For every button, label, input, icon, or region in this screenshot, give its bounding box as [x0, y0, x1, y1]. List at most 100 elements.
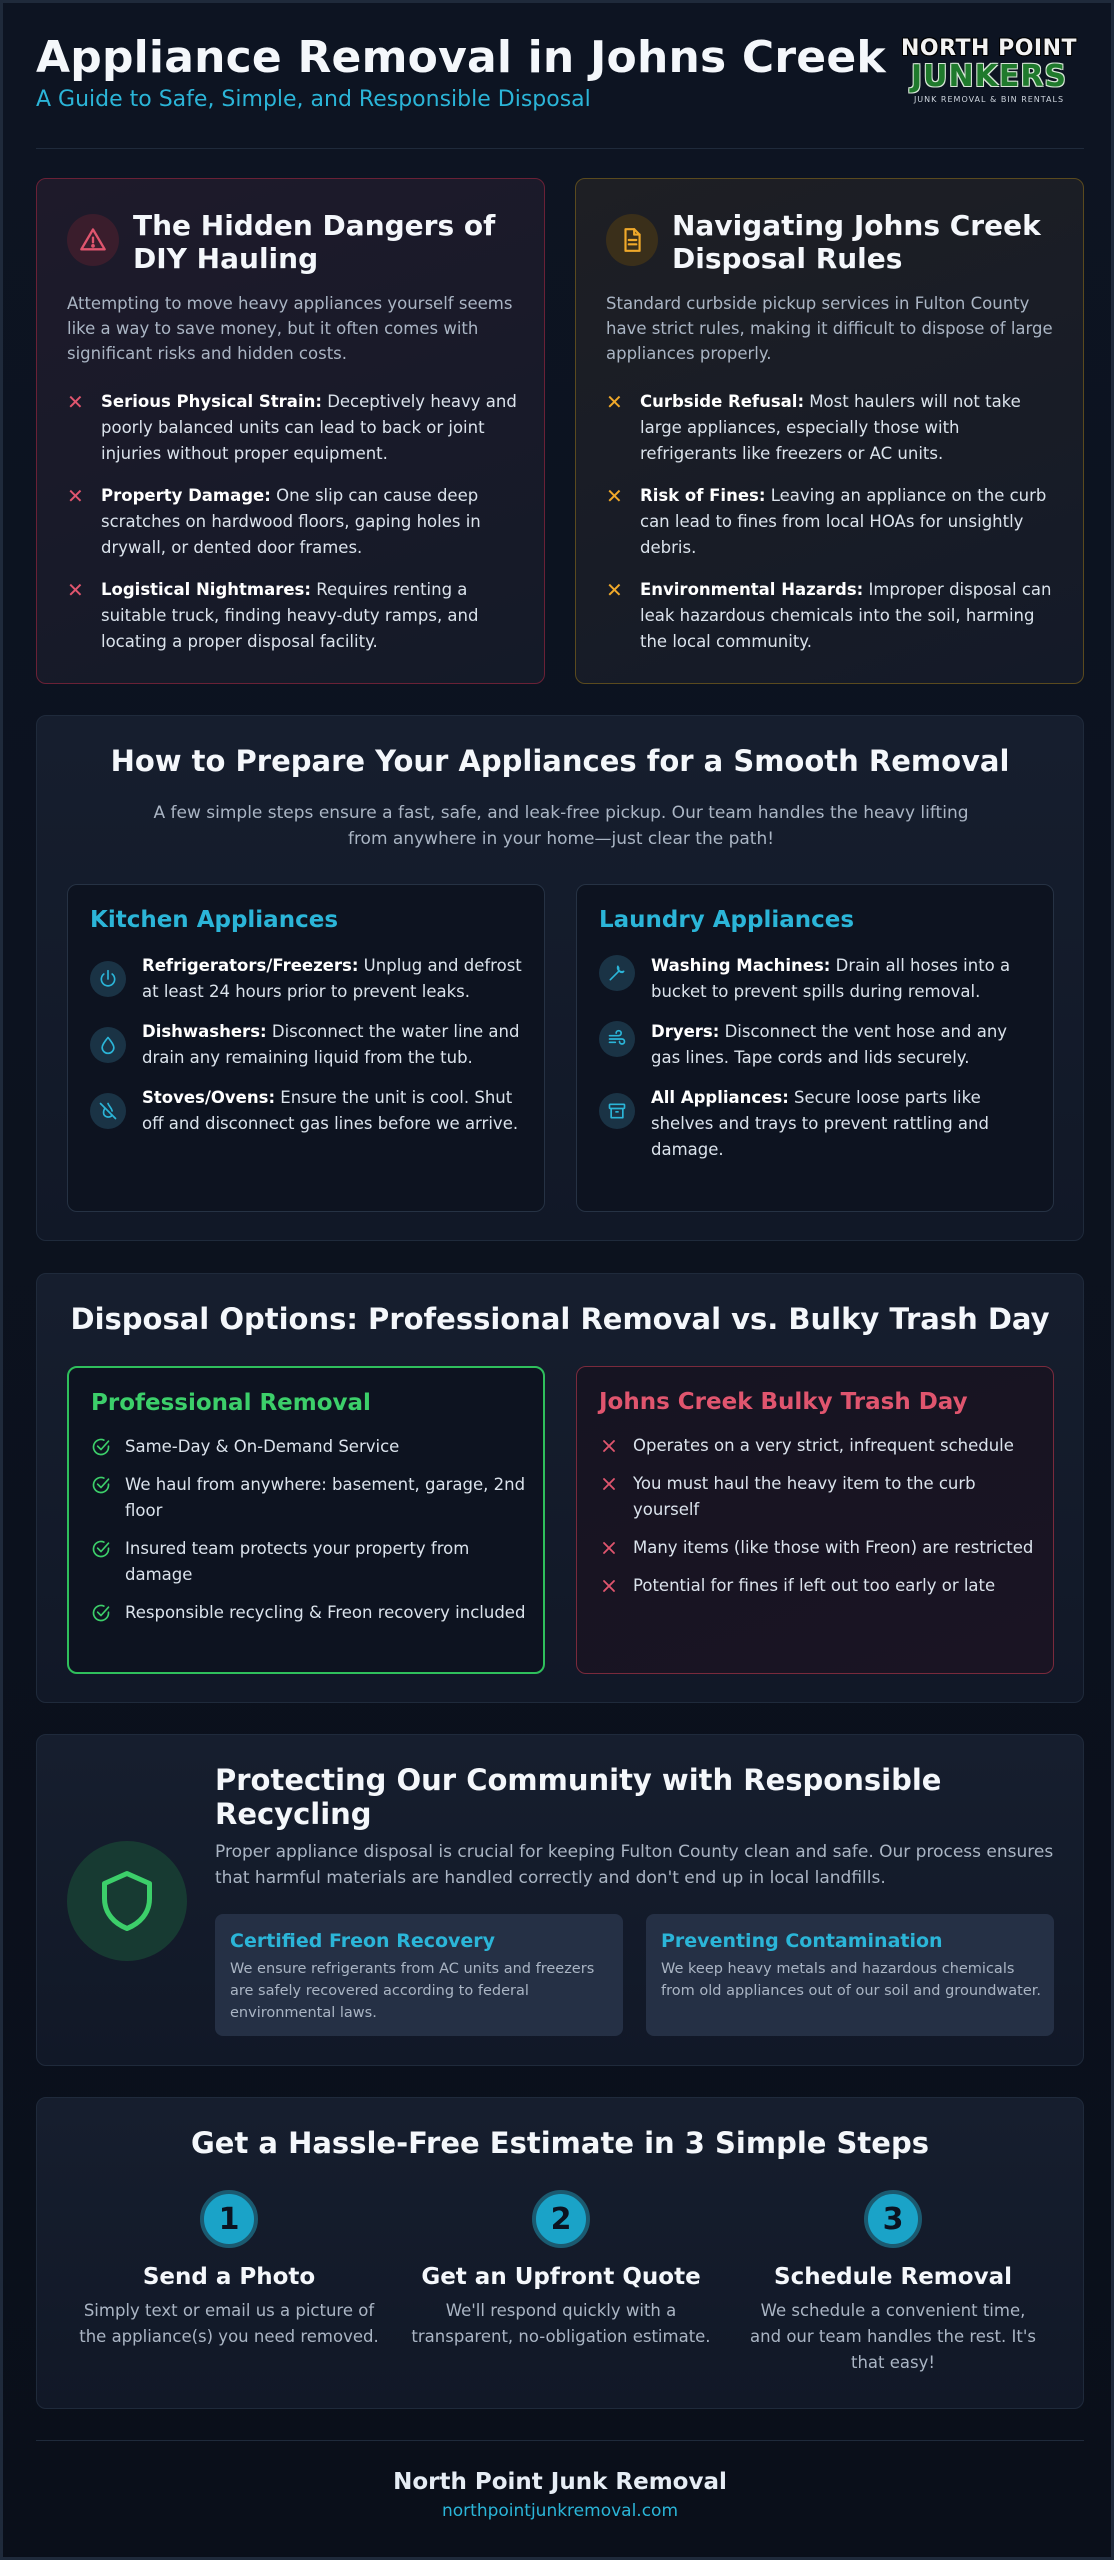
bulky-trash-day-title: Johns Creek Bulky Trash Day — [599, 1389, 968, 1415]
logo-line2: JUNKERS — [910, 59, 1068, 94]
list-item: Operates on a very strict, infrequent sc… — [599, 1433, 1039, 1459]
check-circle-icon — [92, 1476, 110, 1494]
list-item: ✕Curbside Refusal: Most haulers will not… — [606, 390, 1021, 463]
warning-triangle-icon — [67, 214, 119, 266]
check-circle-icon — [92, 1540, 110, 1558]
diy-dangers-intro: Attempting to move heavy appliances your… — [67, 294, 513, 363]
page-title: Appliance Removal in Johns Creek — [36, 32, 886, 83]
list-item: Insured team protects your property from… — [91, 1536, 531, 1588]
list-item: ✕Serious Physical Strain: Deceptively he… — [67, 390, 517, 463]
disposal-rules-card: Navigating Johns Creek Disposal Rules St… — [575, 178, 1084, 684]
step-1: 1 Send a Photo Simply text or email us a… — [79, 2190, 379, 2350]
contamination-text: We keep heavy metals and hazardous chemi… — [661, 1961, 1041, 1999]
list-item: All Appliances: Secure loose parts like … — [599, 1085, 1039, 1163]
preparation-section: How to Prepare Your Appliances for a Smo… — [36, 715, 1084, 1241]
estimate-steps-section: Get a Hassle-Free Estimate in 3 Simple S… — [36, 2097, 1084, 2409]
list-item: Same-Day & On-Demand Service — [91, 1434, 531, 1460]
contamination-title: Preventing Contamination — [661, 1930, 943, 1952]
list-item: Washing Machines: Drain all hoses into a… — [599, 953, 1039, 1005]
wind-icon — [599, 1021, 635, 1057]
bulky-trash-day-card: Johns Creek Bulky Trash Day Operates on … — [576, 1366, 1054, 1674]
x-mark-icon: ✕ — [67, 578, 84, 602]
disposal-rules-list: ✕Curbside Refusal: Most haulers will not… — [606, 389, 1056, 671]
list-item: You must haul the heavy item to the curb… — [599, 1471, 1039, 1523]
check-circle-icon — [92, 1438, 110, 1456]
logo-line1: NORTH POINT — [900, 36, 1078, 61]
list-item: Potential for fines if left out too earl… — [599, 1573, 1039, 1599]
professional-removal-card: Professional Removal Same-Day & On-Deman… — [67, 1366, 545, 1674]
preparation-lead: A few simple steps ensure a fast, safe, … — [153, 803, 969, 849]
freon-recovery-card: Certified Freon Recovery We ensure refri… — [215, 1914, 623, 2036]
x-mark-icon: ✕ — [606, 484, 623, 508]
professional-removal-title: Professional Removal — [91, 1390, 371, 1416]
flame-off-icon — [90, 1093, 126, 1129]
wrench-icon — [599, 955, 635, 991]
list-item: ✕Environmental Hazards: Improper disposa… — [606, 578, 1052, 651]
preparation-title: How to Prepare Your Appliances for a Smo… — [110, 744, 1010, 778]
freon-recovery-text: We ensure refrigerants from AC units and… — [230, 1961, 595, 2021]
x-mark-icon — [603, 1478, 615, 1490]
kitchen-appliances-title: Kitchen Appliances — [90, 907, 339, 933]
list-item: Many items (like those with Freon) are r… — [599, 1535, 1039, 1561]
step-text: We schedule a convenient time, and our t… — [750, 2301, 1036, 2372]
recycling-section: Protecting Our Community with Responsibl… — [36, 1734, 1084, 2066]
diy-dangers-title: The Hidden Dangers of DIY Hauling — [133, 209, 496, 275]
list-item: Dishwashers: Disconnect the water line a… — [90, 1019, 530, 1071]
list-item: Refrigerators/Freezers: Unplug and defro… — [90, 953, 530, 1005]
step-title: Schedule Removal — [774, 2264, 1012, 2290]
bulky-trash-day-list: Operates on a very strict, infrequent sc… — [599, 1433, 1039, 1611]
diy-dangers-list: ✕Serious Physical Strain: Deceptively he… — [67, 389, 517, 671]
page-header: Appliance Removal in Johns Creek A Guide… — [36, 31, 1084, 149]
step-number: 3 — [864, 2190, 922, 2248]
disposal-options-section: Disposal Options: Professional Removal v… — [36, 1273, 1084, 1703]
water-drop-icon — [90, 1027, 126, 1063]
contamination-card: Preventing Contamination We keep heavy m… — [646, 1914, 1054, 2036]
step-2: 2 Get an Upfront Quote We'll respond qui… — [411, 2190, 711, 2350]
page-subtitle: A Guide to Safe, Simple, and Responsible… — [36, 87, 591, 112]
x-mark-icon: ✕ — [67, 390, 84, 414]
diy-dangers-header: The Hidden Dangers of DIY Hauling — [67, 209, 517, 275]
x-mark-icon: ✕ — [67, 484, 84, 508]
step-text: Simply text or email us a picture of the… — [79, 2301, 379, 2346]
disposal-rules-intro: Standard curbside pickup services in Ful… — [606, 294, 1053, 363]
list-item: Stoves/Ovens: Ensure the unit is cool. S… — [90, 1085, 530, 1137]
x-mark-icon: ✕ — [606, 578, 623, 602]
list-item: We haul from anywhere: basement, garage,… — [91, 1472, 531, 1524]
list-item: Dryers: Disconnect the vent hose and any… — [599, 1019, 1039, 1071]
check-circle-icon — [92, 1604, 110, 1622]
step-text: We'll respond quickly with a transparent… — [411, 2301, 711, 2346]
shield-icon — [67, 1841, 187, 1961]
estimate-steps-title: Get a Hassle-Free Estimate in 3 Simple S… — [191, 2126, 929, 2160]
disposal-rules-title: Navigating Johns Creek Disposal Rules — [672, 209, 1041, 275]
archive-box-icon — [599, 1093, 635, 1129]
step-title: Send a Photo — [142, 2264, 316, 2290]
step-3: 3 Schedule Removal We schedule a conveni… — [743, 2190, 1043, 2376]
laundry-appliances-list: Washing Machines: Drain all hoses into a… — [599, 953, 1039, 1177]
kitchen-appliances-card: Kitchen Appliances Refrigerators/Freezer… — [67, 884, 545, 1212]
list-item: ✕Property Damage: One slip can cause dee… — [67, 484, 481, 557]
laundry-appliances-title: Laundry Appliances — [599, 907, 855, 933]
footer-company-name: North Point Junk Removal — [393, 2469, 727, 2495]
power-icon — [90, 961, 126, 997]
step-number: 1 — [200, 2190, 258, 2248]
document-icon — [606, 214, 658, 266]
disposal-options-title: Disposal Options: Professional Removal v… — [70, 1302, 1050, 1336]
company-logo: NORTH POINT JUNKERS JUNK REMOVAL & BIN R… — [898, 37, 1080, 113]
x-mark-icon: ✕ — [606, 390, 623, 414]
freon-recovery-title: Certified Freon Recovery — [230, 1930, 496, 1952]
diy-dangers-card: The Hidden Dangers of DIY Hauling Attemp… — [36, 178, 545, 684]
recycling-title: Protecting Our Community with Responsibl… — [215, 1763, 942, 1831]
kitchen-appliances-list: Refrigerators/Freezers: Unplug and defro… — [90, 953, 530, 1151]
list-item: Responsible recycling & Freon recovery i… — [91, 1600, 531, 1626]
x-mark-icon — [603, 1440, 615, 1452]
list-item: ✕Risk of Fines: Leaving an appliance on … — [606, 484, 1047, 557]
footer-website-link[interactable]: northpointjunkremoval.com — [441, 2501, 679, 2521]
recycling-lead: Proper appliance disposal is crucial for… — [215, 1842, 1054, 1888]
logo-tagline: JUNK REMOVAL & BIN RENTALS — [913, 95, 1065, 104]
professional-removal-list: Same-Day & On-Demand Service We haul fro… — [91, 1434, 531, 1638]
step-number: 2 — [532, 2190, 590, 2248]
x-mark-icon — [603, 1542, 615, 1554]
list-item: ✕Logistical Nightmares: Requires renting… — [67, 578, 479, 651]
laundry-appliances-card: Laundry Appliances Washing Machines: Dra… — [576, 884, 1054, 1212]
